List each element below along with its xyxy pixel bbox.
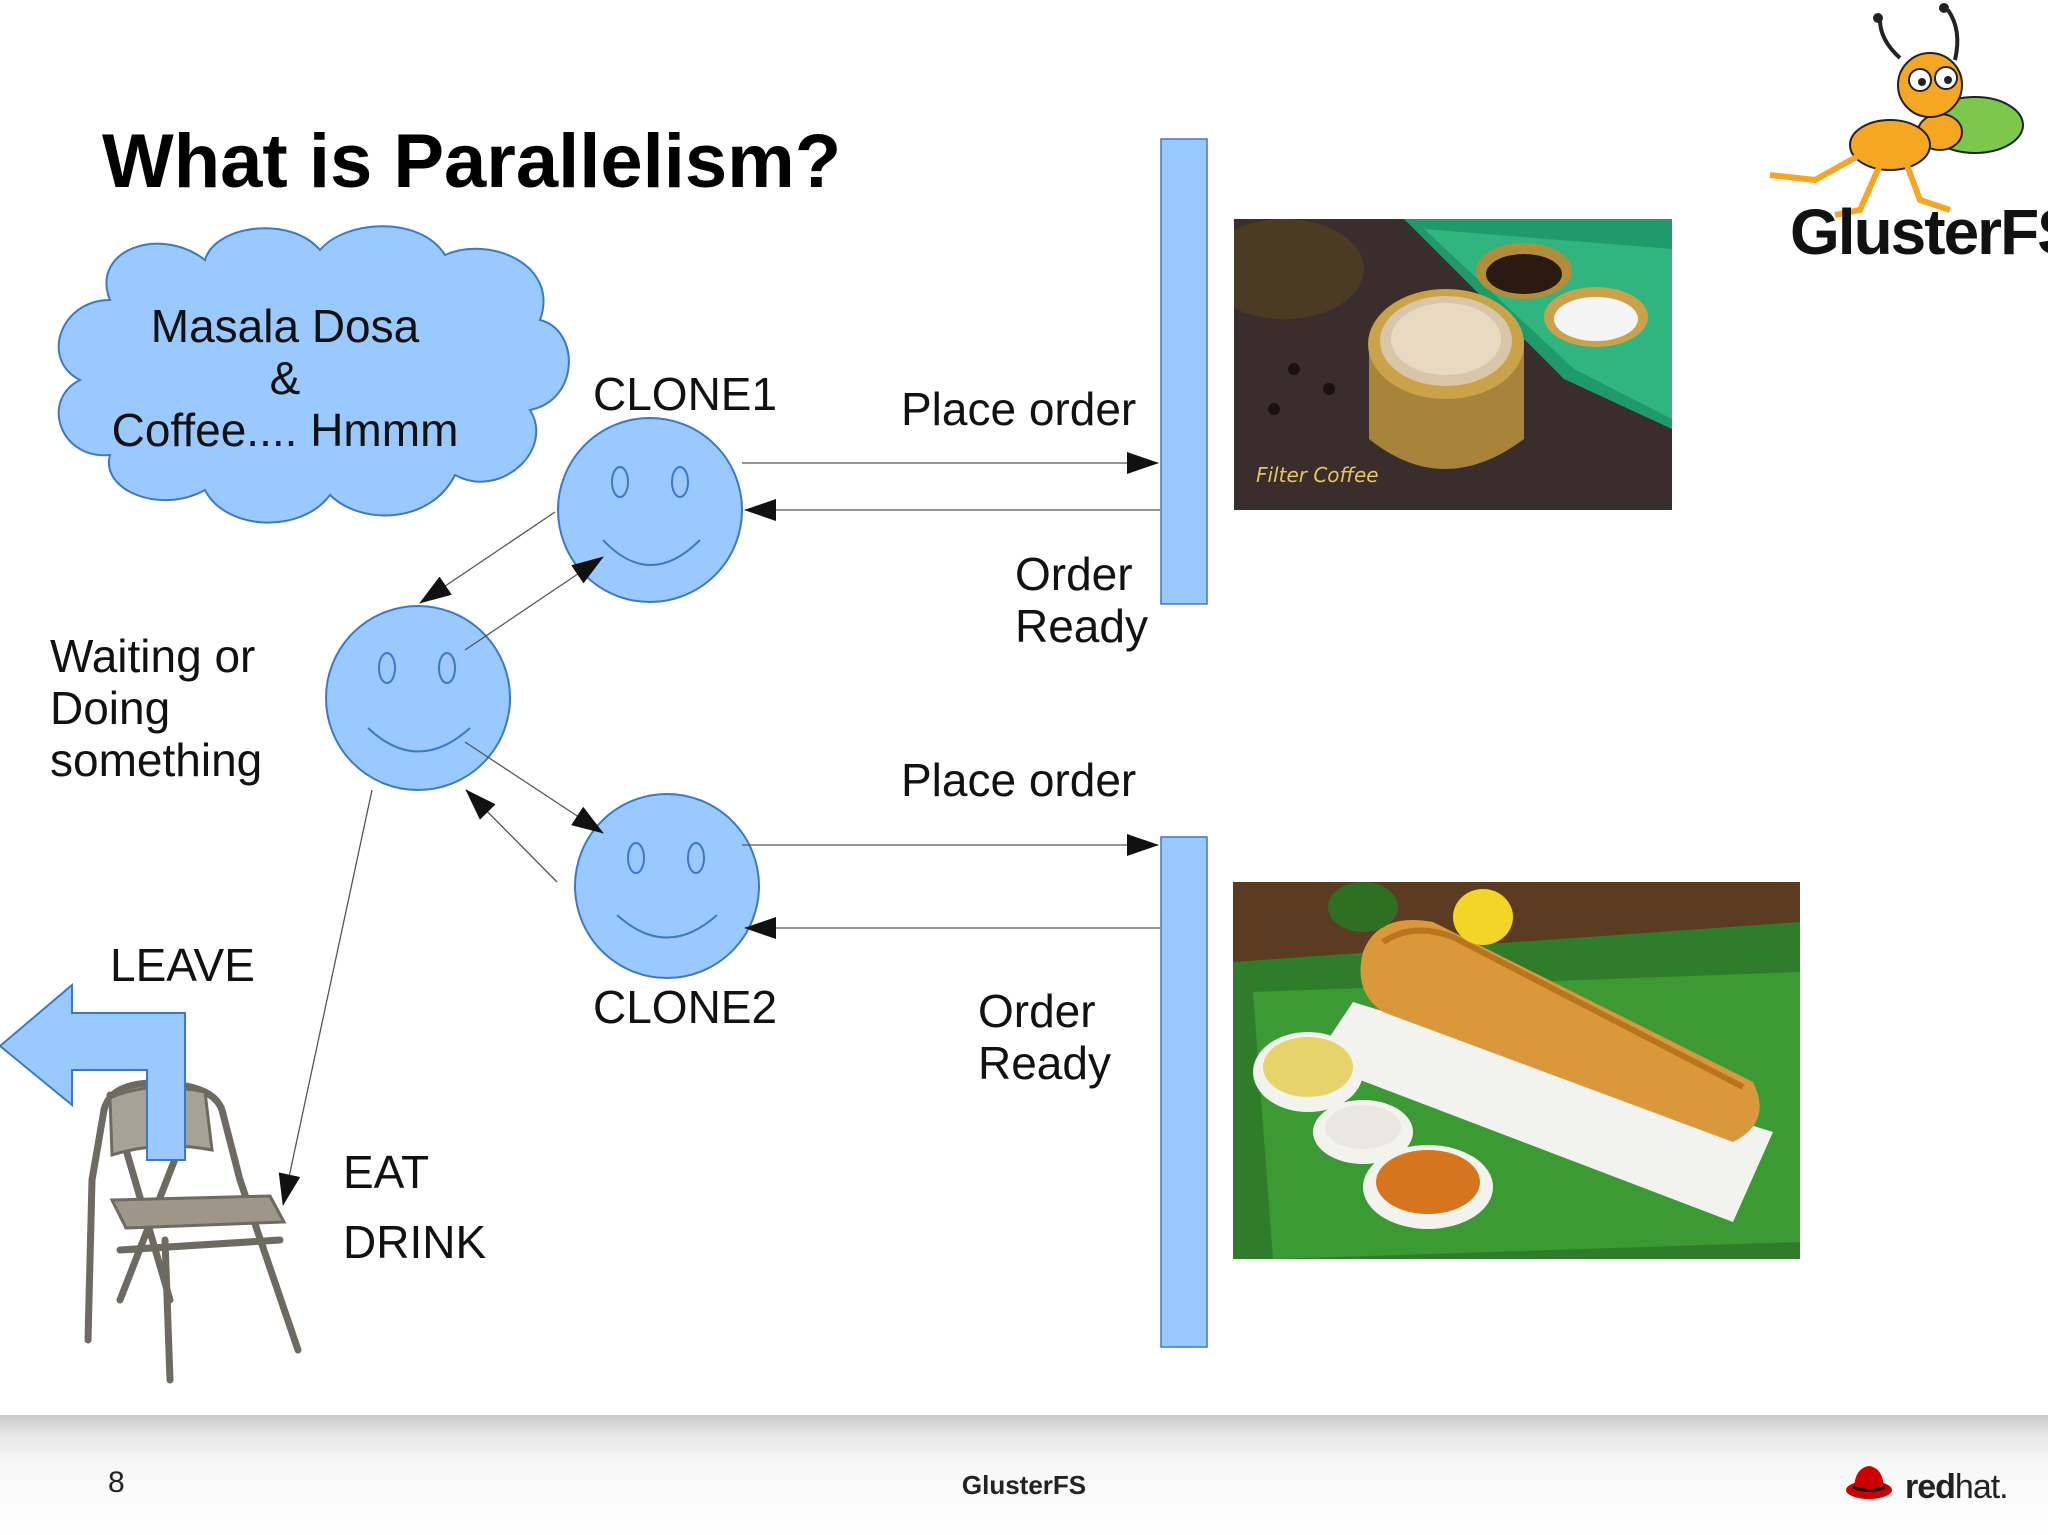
waiting-line-3: something <box>50 734 263 786</box>
waiting-line-2: Doing <box>50 682 171 734</box>
leave-arrow-icon <box>0 982 186 1161</box>
arrows <box>278 452 1160 1206</box>
label-clone1: CLONE1 <box>593 368 778 420</box>
order-ready-1-line-2: Ready <box>1015 600 1148 652</box>
arrow-main-to-clone2 <box>464 741 604 834</box>
redhat-brand-hat: hat. <box>1954 1468 2009 1506</box>
arrow-clone2-to-main <box>465 789 558 883</box>
photo-coffee-caption: Filter Coffee <box>1256 463 1379 487</box>
photo-filter-coffee: Filter Coffee <box>1234 219 1672 510</box>
redhat-hat-icon <box>1846 1466 1892 1499</box>
label-place-order-2: Place order <box>901 754 1137 806</box>
label-order-ready-2: Order Ready <box>978 985 1111 1089</box>
footer-title: GlusterFS <box>961 1470 1087 1500</box>
masala-dosa-illustration <box>1233 882 1800 1259</box>
arrow-clone1-to-main <box>419 511 556 604</box>
label-eat: EAT <box>343 1146 430 1198</box>
cloud-line-2: & <box>269 352 301 404</box>
photo-masala-dosa <box>1233 882 1800 1259</box>
arrow-main-to-clone1 <box>464 556 604 651</box>
label-clone2: CLONE2 <box>593 981 778 1033</box>
slide-title: What is Parallelism? <box>102 119 842 204</box>
order-ready-2-line-2: Ready <box>978 1037 1111 1089</box>
glusterfs-logo-text: GlusterFS <box>1790 196 2048 268</box>
filter-coffee-illustration <box>1234 219 1672 510</box>
label-order-ready-1: Order Ready <box>1015 548 1148 652</box>
chair-seat <box>109 1194 287 1230</box>
order-ready-2-line-1: Order <box>978 985 1096 1037</box>
label-waiting: Waiting or Doing something <box>50 630 262 786</box>
label-place-order-1: Place order <box>901 383 1137 435</box>
label-leave: LEAVE <box>110 939 255 991</box>
redhat-logo: redhat. <box>1846 1466 2009 1507</box>
arrow-main-to-chair <box>278 789 373 1206</box>
counter-bar-coffee <box>1160 138 1208 605</box>
redhat-brand-red: red <box>1905 1468 1956 1506</box>
counter-bar-dosa <box>1160 836 1208 1348</box>
glusterfs-ant-logo <box>1769 3 2024 218</box>
thought-cloud <box>57 225 570 524</box>
smiley-clone1 <box>557 417 743 603</box>
label-drink: DRINK <box>343 1216 487 1268</box>
waiting-line-1: Waiting or <box>50 630 256 682</box>
smiley-main <box>325 605 511 791</box>
smiley-clone2 <box>574 793 760 979</box>
cloud-text: Masala Dosa & Coffee.... Hmmm <box>60 300 510 456</box>
footer-bar <box>0 1415 2048 1535</box>
page-number: 8 <box>108 1466 125 1499</box>
cloud-line-1: Masala Dosa <box>150 300 420 352</box>
order-ready-1-line-1: Order <box>1015 548 1133 600</box>
cloud-line-3: Coffee.... Hmmm <box>111 404 459 456</box>
